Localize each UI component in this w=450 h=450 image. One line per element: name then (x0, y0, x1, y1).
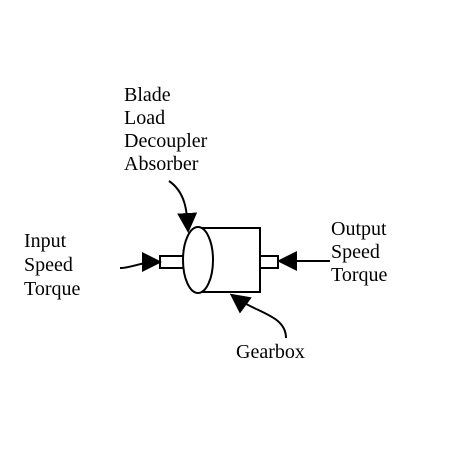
input-arrow (119, 252, 162, 273)
input-label: Input (24, 230, 67, 252)
load-label: Load (124, 107, 165, 129)
decoupler-label: Decoupler (124, 130, 208, 152)
output-shaft (259, 255, 279, 269)
gearbox-arrow (229, 293, 287, 339)
absorber-label: Absorber (124, 153, 199, 175)
output-torque-label: Torque (331, 264, 387, 286)
blade-load-absorber-disk (182, 226, 214, 294)
blade-label: Blade (124, 84, 171, 106)
gearbox-label: Gearbox (236, 341, 305, 363)
input-torque-label: Torque (24, 278, 80, 300)
output-label: Output (331, 218, 387, 240)
output-speed-label: Speed (331, 241, 380, 263)
input-speed-label: Speed (24, 254, 73, 276)
absorber-arrow (168, 180, 198, 233)
